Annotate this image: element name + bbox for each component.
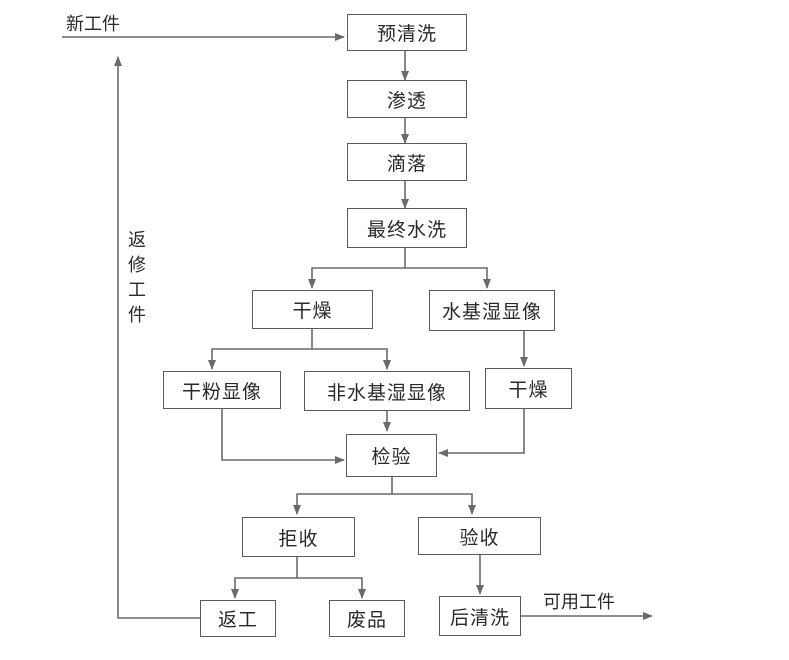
split-reject-right: [297, 577, 366, 599]
step-reject: 拒收: [242, 517, 355, 557]
new-part-label: 新工件: [66, 14, 120, 35]
arrow-dry2-inspection: [438, 409, 525, 457]
split-inspection-right: [392, 493, 476, 515]
split-dry: [208, 329, 313, 370]
step-drip: 滴落: [347, 143, 467, 181]
step-nonaqueous-wet-developer: 非水基湿显像: [304, 371, 470, 411]
usable-part-label: 可用工件: [543, 592, 615, 613]
step-post-clean: 后清洗: [439, 596, 521, 636]
step-penetrant: 渗透: [347, 80, 467, 118]
step-scrap: 废品: [329, 600, 405, 637]
step-aqueous-wet-developer: 水基湿显像: [429, 290, 555, 331]
split-finalwash-right: [405, 267, 491, 289]
step-rework: 返工: [200, 600, 276, 637]
split-reject: [231, 557, 298, 599]
step-inspection: 检验: [346, 434, 437, 477]
split-inspection: [293, 477, 393, 515]
arrow-rework-loop: [114, 56, 200, 619]
step-dry-2: 干燥: [485, 368, 572, 409]
split-dry-right: [312, 348, 391, 370]
step-accept: 验收: [418, 517, 541, 555]
step-pre-clean: 预清洗: [347, 14, 467, 51]
step-dry-powder-developer: 干粉显像: [163, 371, 281, 409]
split-finalwash: [308, 248, 406, 289]
arrow-drypowder-inspection: [221, 409, 345, 464]
rework-part-label: 返修工件: [128, 230, 146, 326]
step-final-wash: 最终水洗: [347, 208, 467, 248]
step-dry-1: 干燥: [252, 290, 373, 329]
